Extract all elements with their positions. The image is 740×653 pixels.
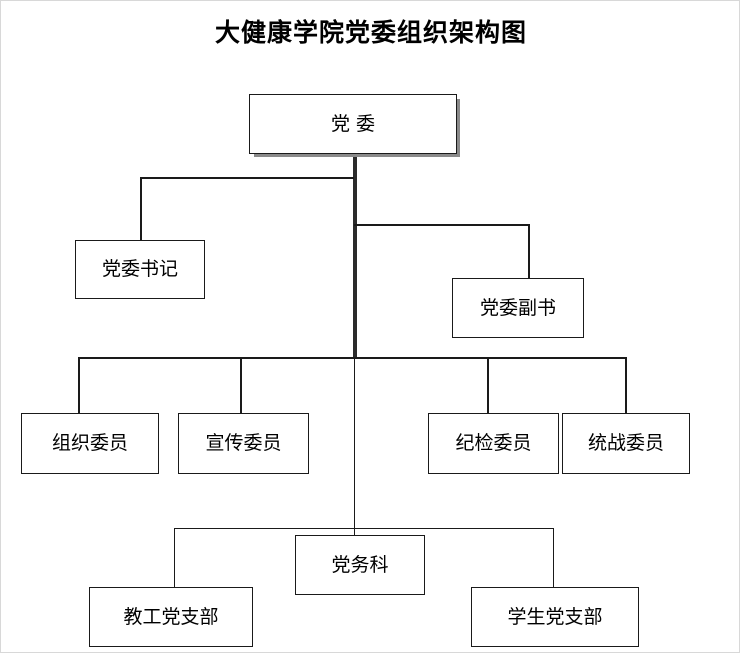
node-party-affairs-office[interactable]: 党务科	[295, 535, 425, 595]
node-label: 组织委员	[51, 432, 128, 455]
node-party-committee[interactable]: 党 委	[249, 94, 457, 154]
node-deputy-party-secretary[interactable]: 党委副书	[452, 278, 584, 338]
node-label: 学生党支部	[507, 605, 603, 628]
connector-publicity-vertical	[240, 357, 242, 413]
node-label: 纪检委员	[455, 432, 532, 455]
node-publicity-member[interactable]: 宣传委员	[178, 413, 309, 474]
connector-secretary-vertical	[140, 177, 142, 240]
node-label: 党委副书	[479, 296, 556, 319]
node-label: 教工党支部	[123, 605, 219, 628]
node-staff-party-branch[interactable]: 教工党支部	[89, 587, 253, 647]
node-party-secretary[interactable]: 党委书记	[75, 240, 205, 299]
node-label: 宣传委员	[205, 432, 282, 455]
connector-discipline-vertical	[487, 357, 489, 413]
node-label: 统战委员	[587, 432, 664, 455]
page-title: 大健康学院党委组织架构图	[214, 18, 527, 47]
connector-student-branch-vertical	[553, 528, 554, 587]
node-label: 党 委	[330, 112, 376, 135]
connector-root-trunk	[353, 154, 357, 357]
connector-vice-vertical	[528, 224, 530, 278]
connector-secretary-horizontal	[140, 177, 354, 179]
connector-united-vertical	[625, 357, 627, 413]
connector-organize-vertical	[78, 357, 80, 413]
connector-vice-horizontal	[354, 224, 529, 226]
connector-trunk-lower	[354, 357, 355, 537]
node-organization-member[interactable]: 组织委员	[21, 413, 159, 474]
connector-branches-bus	[174, 528, 554, 529]
node-label: 党务科	[331, 553, 389, 576]
connector-staff-branch-vertical	[174, 528, 175, 587]
node-student-party-branch[interactable]: 学生党支部	[471, 587, 639, 647]
connector-members-bus	[78, 357, 626, 359]
node-label: 党委书记	[101, 258, 178, 281]
node-united-front-member[interactable]: 统战委员	[562, 413, 690, 474]
node-discipline-member[interactable]: 纪检委员	[428, 413, 559, 474]
